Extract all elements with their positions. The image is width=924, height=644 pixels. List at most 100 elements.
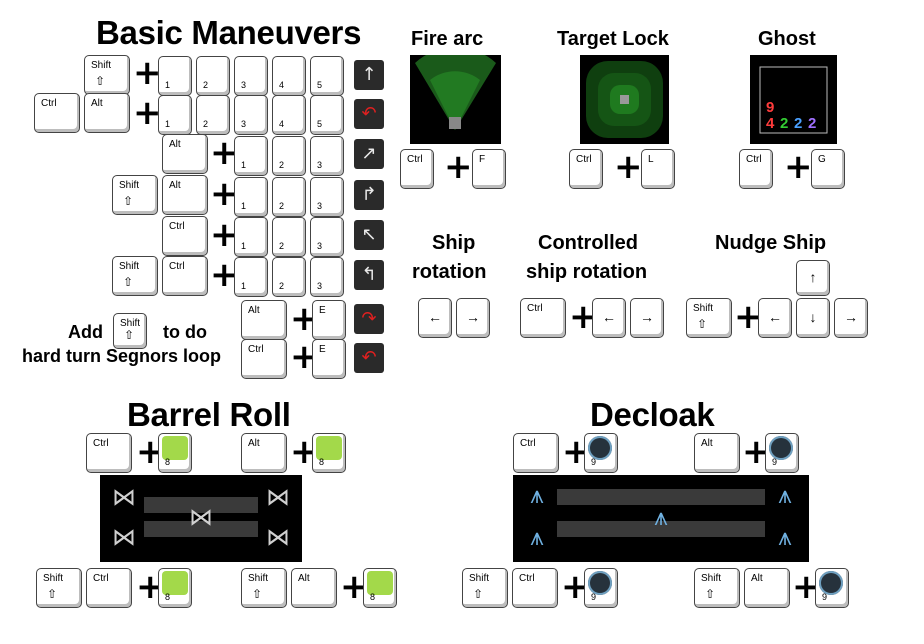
maneuver-template: [557, 521, 765, 537]
segnor-right-icon: ↷: [354, 304, 384, 334]
ctrl-key[interactable]: Ctrl: [520, 298, 566, 338]
down-arrow-key[interactable]: ↓: [796, 298, 830, 338]
key-3[interactable]: 3: [310, 136, 344, 176]
decloak-key-9[interactable]: 9: [584, 568, 618, 608]
key-3[interactable]: 3: [234, 95, 268, 135]
bank-right-icon: ↗: [354, 139, 384, 169]
key-1[interactable]: 1: [234, 136, 268, 176]
alt-key[interactable]: Alt: [84, 93, 130, 133]
arc-wedge-inner: [430, 71, 480, 130]
key-1[interactable]: 1: [158, 95, 192, 135]
e-key[interactable]: E: [312, 300, 346, 340]
hard-right-icon: ↱: [354, 180, 384, 210]
ship-rotation-title-1: Ship: [432, 232, 476, 254]
g-key[interactable]: G: [811, 149, 845, 189]
key-3[interactable]: 3: [310, 217, 344, 257]
decloak-icon: [819, 571, 843, 595]
decloak-key-9[interactable]: 9: [815, 568, 849, 608]
shift-key[interactable]: Shift⇧: [686, 298, 732, 338]
ctrl-key[interactable]: Ctrl: [86, 568, 132, 608]
plus-sign: +: [133, 53, 162, 93]
ctrl-key[interactable]: Ctrl: [400, 149, 434, 189]
tie-ship-icon: ⋈: [266, 483, 290, 511]
shift-key[interactable]: Shift⇧: [113, 313, 147, 349]
decloak-title: Decloak: [590, 396, 715, 433]
right-arrow-key[interactable]: →: [834, 298, 868, 338]
key-5[interactable]: 5: [310, 95, 344, 135]
barrel-roll-key-8[interactable]: 8: [312, 433, 346, 473]
alt-key[interactable]: Alt: [744, 568, 790, 608]
barrel-roll-key-8[interactable]: 8: [363, 568, 397, 608]
plus-sign: +: [210, 215, 239, 255]
e-key[interactable]: E: [312, 339, 346, 379]
ctrl-key[interactable]: Ctrl: [513, 433, 559, 473]
plus-sign: +: [734, 297, 763, 337]
ghost-number: 2: [780, 115, 789, 132]
decloak-diagram: ⩚ ⩚ ⩚ ⩚ ⩚: [513, 475, 809, 562]
key-4[interactable]: 4: [272, 56, 306, 96]
key-1[interactable]: 1: [234, 257, 268, 297]
alt-key[interactable]: Alt: [162, 134, 208, 174]
alt-key[interactable]: Alt: [694, 433, 740, 473]
key-2[interactable]: 2: [272, 177, 306, 217]
barrel-roll-icon: [316, 436, 342, 460]
ctrl-key[interactable]: Ctrl: [739, 149, 773, 189]
decloak-key-9[interactable]: 9: [765, 433, 799, 473]
right-arrow-key[interactable]: →: [630, 298, 664, 338]
key-5[interactable]: 5: [310, 56, 344, 96]
barrel-roll-icon: [162, 571, 188, 595]
key-3[interactable]: 3: [234, 56, 268, 96]
plus-sign: +: [210, 174, 239, 214]
ctrl-key[interactable]: Ctrl: [569, 149, 603, 189]
shift-key[interactable]: Shift⇧: [36, 568, 82, 608]
decloak-icon: [769, 436, 793, 460]
shift-key[interactable]: Shift⇧: [84, 55, 130, 95]
key-2[interactable]: 2: [196, 56, 230, 96]
left-arrow-key[interactable]: ←: [418, 298, 452, 338]
shift-key[interactable]: Shift⇧: [112, 256, 158, 296]
hard-turn-label: hard turn Segnors loop: [22, 346, 222, 366]
alt-key[interactable]: Alt: [241, 433, 287, 473]
key-1[interactable]: 1: [158, 56, 192, 96]
ctrl-key[interactable]: Ctrl: [34, 93, 80, 133]
fire-arc-image: [410, 55, 501, 144]
ghost-number: 2: [794, 115, 803, 132]
ctrl-key[interactable]: Ctrl: [162, 256, 208, 296]
key-3[interactable]: 3: [310, 177, 344, 217]
phantom-ship-icon: ⩚: [654, 503, 668, 531]
ship-marker: [620, 95, 629, 104]
ctrl-key[interactable]: Ctrl: [512, 568, 558, 608]
alt-key[interactable]: Alt: [291, 568, 337, 608]
barrel-roll-key-8[interactable]: 8: [158, 568, 192, 608]
plus-sign: +: [444, 147, 473, 187]
alt-key[interactable]: Alt: [162, 175, 208, 215]
right-arrow-key[interactable]: →: [456, 298, 490, 338]
shift-key[interactable]: Shift⇧: [112, 175, 158, 215]
alt-key[interactable]: Alt: [241, 300, 287, 340]
key-4[interactable]: 4: [272, 95, 306, 135]
left-arrow-key[interactable]: ←: [758, 298, 792, 338]
decloak-key-9[interactable]: 9: [584, 433, 618, 473]
ctrl-key[interactable]: Ctrl: [86, 433, 132, 473]
up-arrow-key[interactable]: ↑: [796, 260, 830, 296]
key-2[interactable]: 2: [272, 217, 306, 257]
shift-key[interactable]: Shift⇧: [462, 568, 508, 608]
k-turn-icon: ↶: [354, 99, 384, 129]
left-arrow-key[interactable]: ←: [592, 298, 626, 338]
plus-sign: +: [210, 133, 239, 173]
ctrl-key[interactable]: Ctrl: [162, 216, 208, 256]
basic-maneuvers-title: Basic Maneuvers: [96, 14, 362, 51]
shift-key[interactable]: Shift⇧: [241, 568, 287, 608]
f-key[interactable]: F: [472, 149, 506, 189]
barrel-roll-key-8[interactable]: 8: [158, 433, 192, 473]
key-2[interactable]: 2: [196, 95, 230, 135]
l-key[interactable]: L: [641, 149, 675, 189]
shift-key[interactable]: Shift⇧: [694, 568, 740, 608]
ctrl-key[interactable]: Ctrl: [241, 339, 287, 379]
key-1[interactable]: 1: [234, 177, 268, 217]
key-1[interactable]: 1: [234, 217, 268, 257]
key-3[interactable]: 3: [310, 257, 344, 297]
key-2[interactable]: 2: [272, 257, 306, 297]
key-2[interactable]: 2: [272, 136, 306, 176]
maneuver-template: [144, 521, 258, 537]
